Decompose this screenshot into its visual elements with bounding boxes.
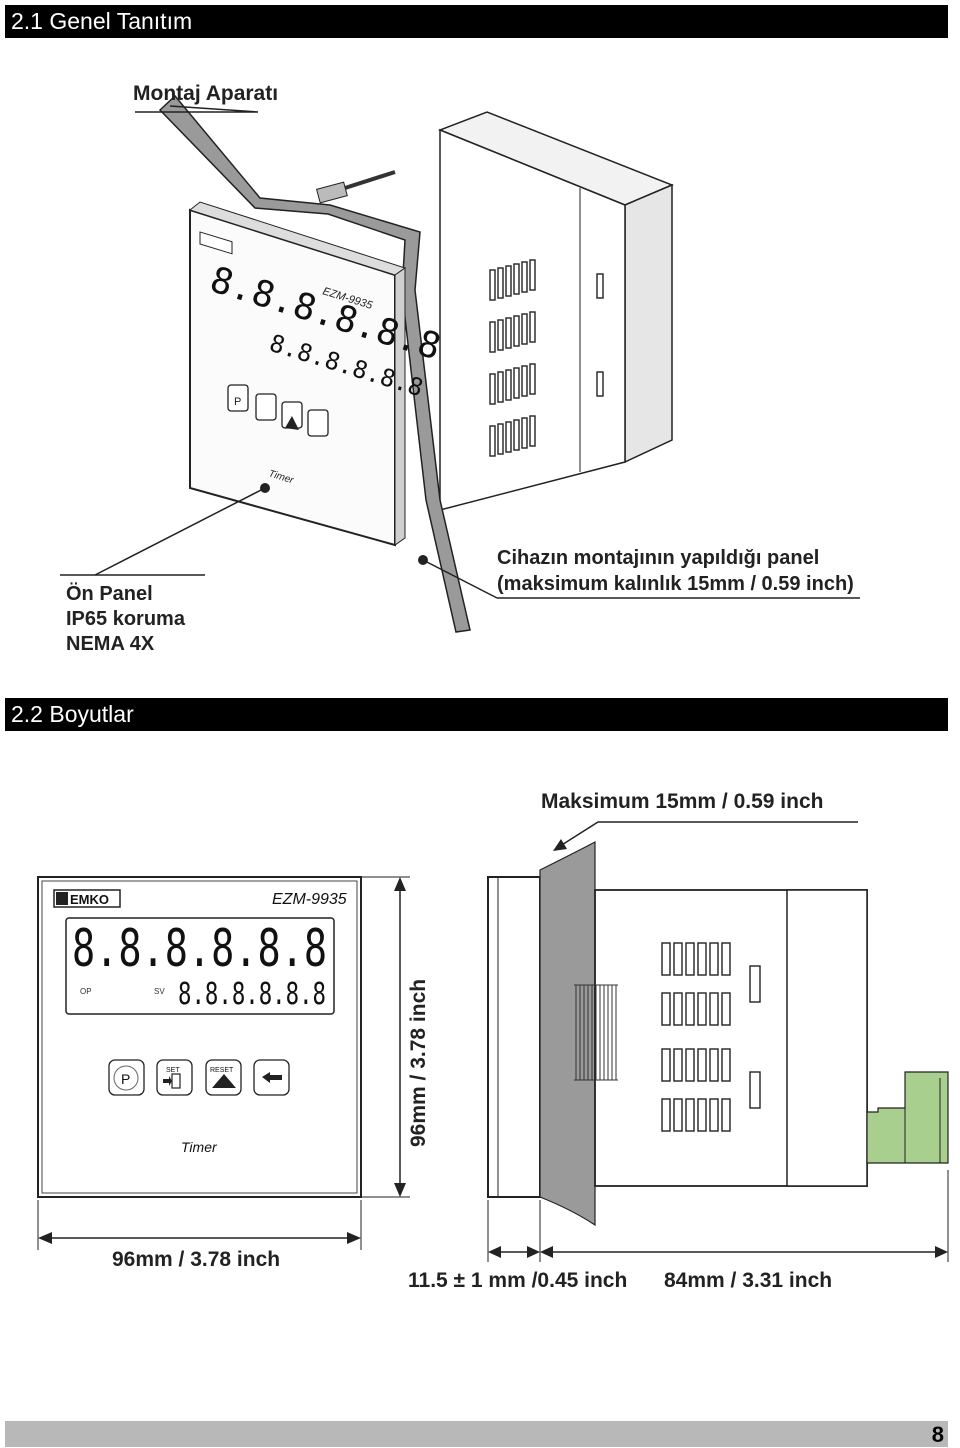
panel-label-line-1: Cihazın montajının yapıldığı panel bbox=[497, 547, 820, 569]
depth-front-label: 11.5 ± 1 mm /0.45 inch bbox=[408, 1269, 628, 1292]
section-header-dimensions: 2.2 Boyutlar bbox=[5, 698, 948, 731]
front-panel-line-3: NEMA 4X bbox=[66, 633, 155, 655]
front-model-text: EZM-9935 bbox=[272, 891, 347, 908]
svg-text:P: P bbox=[234, 396, 241, 408]
p-button-label: P bbox=[121, 1071, 130, 1087]
panel-label-line-2: (maksimum kalınlık 15mm / 0.59 inch) bbox=[497, 573, 854, 595]
isometric-device-illustration: EZM-9935 8.8.8.8.8.8 8.8.8.8.8.8 P Timer bbox=[60, 94, 860, 633]
p-button-shape bbox=[108, 1059, 145, 1096]
max-thickness-label: Maksimum 15mm / 0.59 inch bbox=[541, 790, 824, 813]
page-number: 8 bbox=[931, 1422, 944, 1447]
panel-label: Cihazın montajının yapıldığı panel (maks… bbox=[497, 545, 854, 597]
mount-bracket-label: Montaj Aparatı bbox=[133, 82, 279, 105]
op-label: OP bbox=[80, 987, 92, 996]
front-panel-line-2: IP65 koruma bbox=[66, 608, 185, 630]
front-panel-label: Ön Panel IP65 koruma NEMA 4X bbox=[66, 582, 185, 657]
sv-label: SV bbox=[154, 987, 165, 996]
section-header-general: 2.1 Genel Tanıtım bbox=[5, 5, 948, 38]
height-dimension-text: 96mm / 3.78 inch bbox=[407, 978, 430, 1147]
front-timer-text: Timer bbox=[181, 1139, 218, 1155]
footer-bar bbox=[5, 1421, 948, 1447]
front-brand-text: EMKO bbox=[70, 892, 109, 907]
set-button-label: SET bbox=[166, 1067, 180, 1074]
front-display-bottom: 8.8.8.8.8.8 bbox=[178, 977, 326, 1012]
width-dimension-label: 96mm / 3.78 inch bbox=[112, 1248, 281, 1271]
depth-body-label: 84mm / 3.31 inch bbox=[664, 1269, 833, 1292]
front-display-top: 8.8.8.8.8.8 bbox=[72, 919, 327, 979]
front-panel-line-1: Ön Panel bbox=[66, 583, 153, 605]
reset-button-label: RESET bbox=[210, 1067, 234, 1074]
